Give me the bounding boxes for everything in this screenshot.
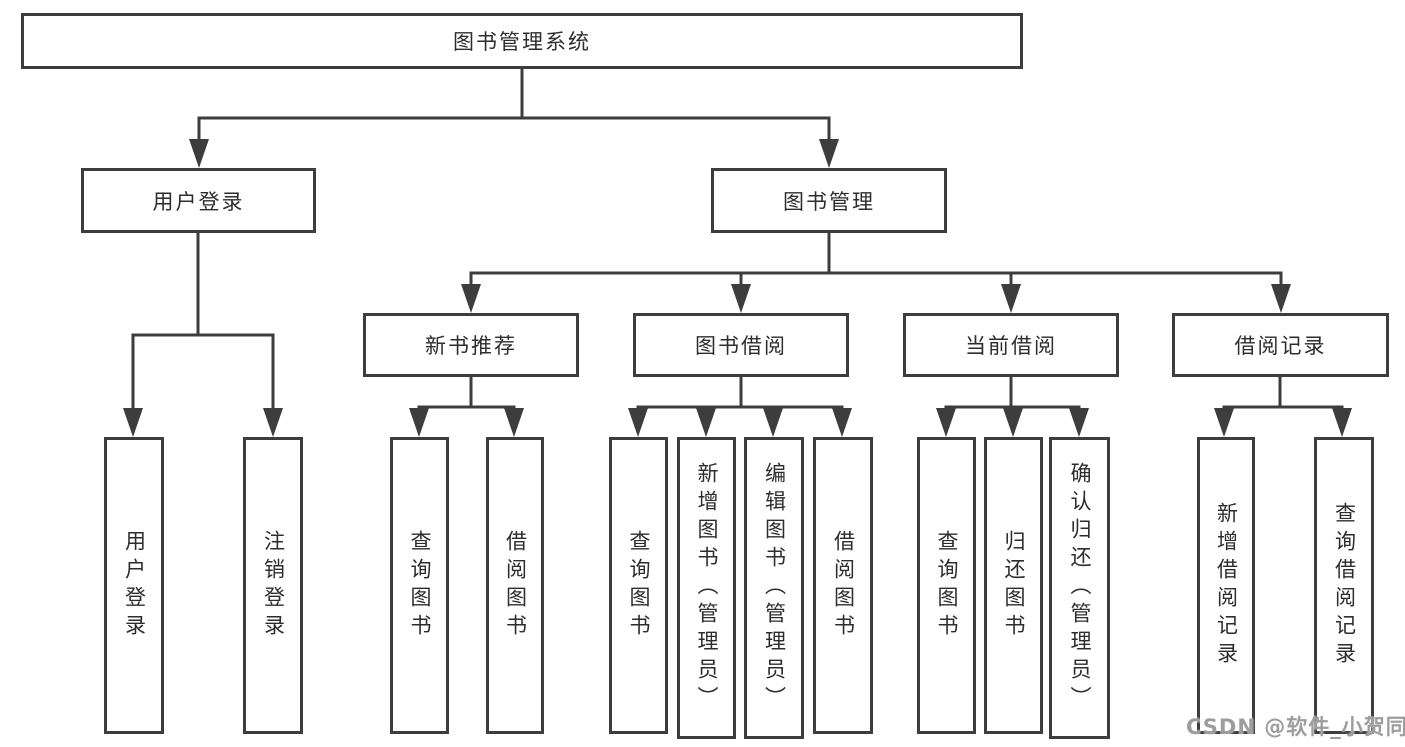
node-book-borrowing: 图书借阅: [633, 313, 849, 377]
leaf-add-borrow-record: 新增借阅记录: [1197, 437, 1255, 734]
leaf-borrow-books: 借阅图书: [813, 437, 873, 734]
leaf-query-borrow-record: 查询借阅记录: [1314, 437, 1374, 734]
arrow-down-icon: [504, 408, 524, 437]
arrow-down-icon: [1271, 284, 1291, 313]
arrow-down-icon: [696, 408, 716, 437]
leaf-edit-book-admin: 编辑图书（管理员）: [744, 437, 804, 739]
arrow-down-icon: [123, 408, 143, 437]
arrow-down-icon: [1214, 408, 1234, 437]
leaf-user-login: 用户登录: [104, 437, 164, 734]
node-book-management: 图书管理: [711, 168, 947, 233]
arrow-down-icon: [1332, 408, 1352, 437]
arrow-down-icon: [1001, 284, 1021, 313]
leaf-confirm-return-admin: 确认归还（管理员）: [1049, 437, 1110, 739]
arrow-down-icon: [409, 408, 429, 437]
arrow-down-icon: [628, 408, 648, 437]
arrow-down-icon: [461, 284, 481, 313]
arrow-down-icon: [731, 284, 751, 313]
arrow-down-icon: [1069, 408, 1089, 437]
arrow-down-icon: [936, 408, 956, 437]
leaf-logout: 注销登录: [243, 437, 303, 734]
leaf-return-book: 归还图书: [984, 437, 1043, 734]
leaf-add-book-admin: 新增图书（管理员）: [677, 437, 736, 739]
node-root-library-management-system: 图书管理系统: [21, 13, 1023, 69]
arrow-down-icon: [1003, 408, 1023, 437]
arrow-down-icon: [263, 408, 283, 437]
arrowhead-icons: [123, 139, 1352, 437]
leaf-borrow-books-recommend: 借阅图书: [486, 437, 544, 734]
arrow-down-icon: [832, 408, 852, 437]
node-current-borrowing: 当前借阅: [903, 313, 1119, 377]
leaf-query-books-current: 查询图书: [917, 437, 976, 734]
node-borrowing-records: 借阅记录: [1172, 313, 1389, 377]
arrow-down-icon: [189, 139, 209, 168]
csdn-watermark: CSDN @软件_小贺同学: [1186, 715, 1405, 739]
leaf-query-books-recommend: 查询图书: [390, 437, 449, 734]
node-user-login: 用户登录: [81, 168, 316, 233]
leaf-query-books-borrowing: 查询图书: [609, 437, 668, 734]
arrow-down-icon: [763, 408, 783, 437]
arrow-down-icon: [819, 139, 839, 168]
node-new-book-recommendation: 新书推荐: [363, 313, 579, 377]
